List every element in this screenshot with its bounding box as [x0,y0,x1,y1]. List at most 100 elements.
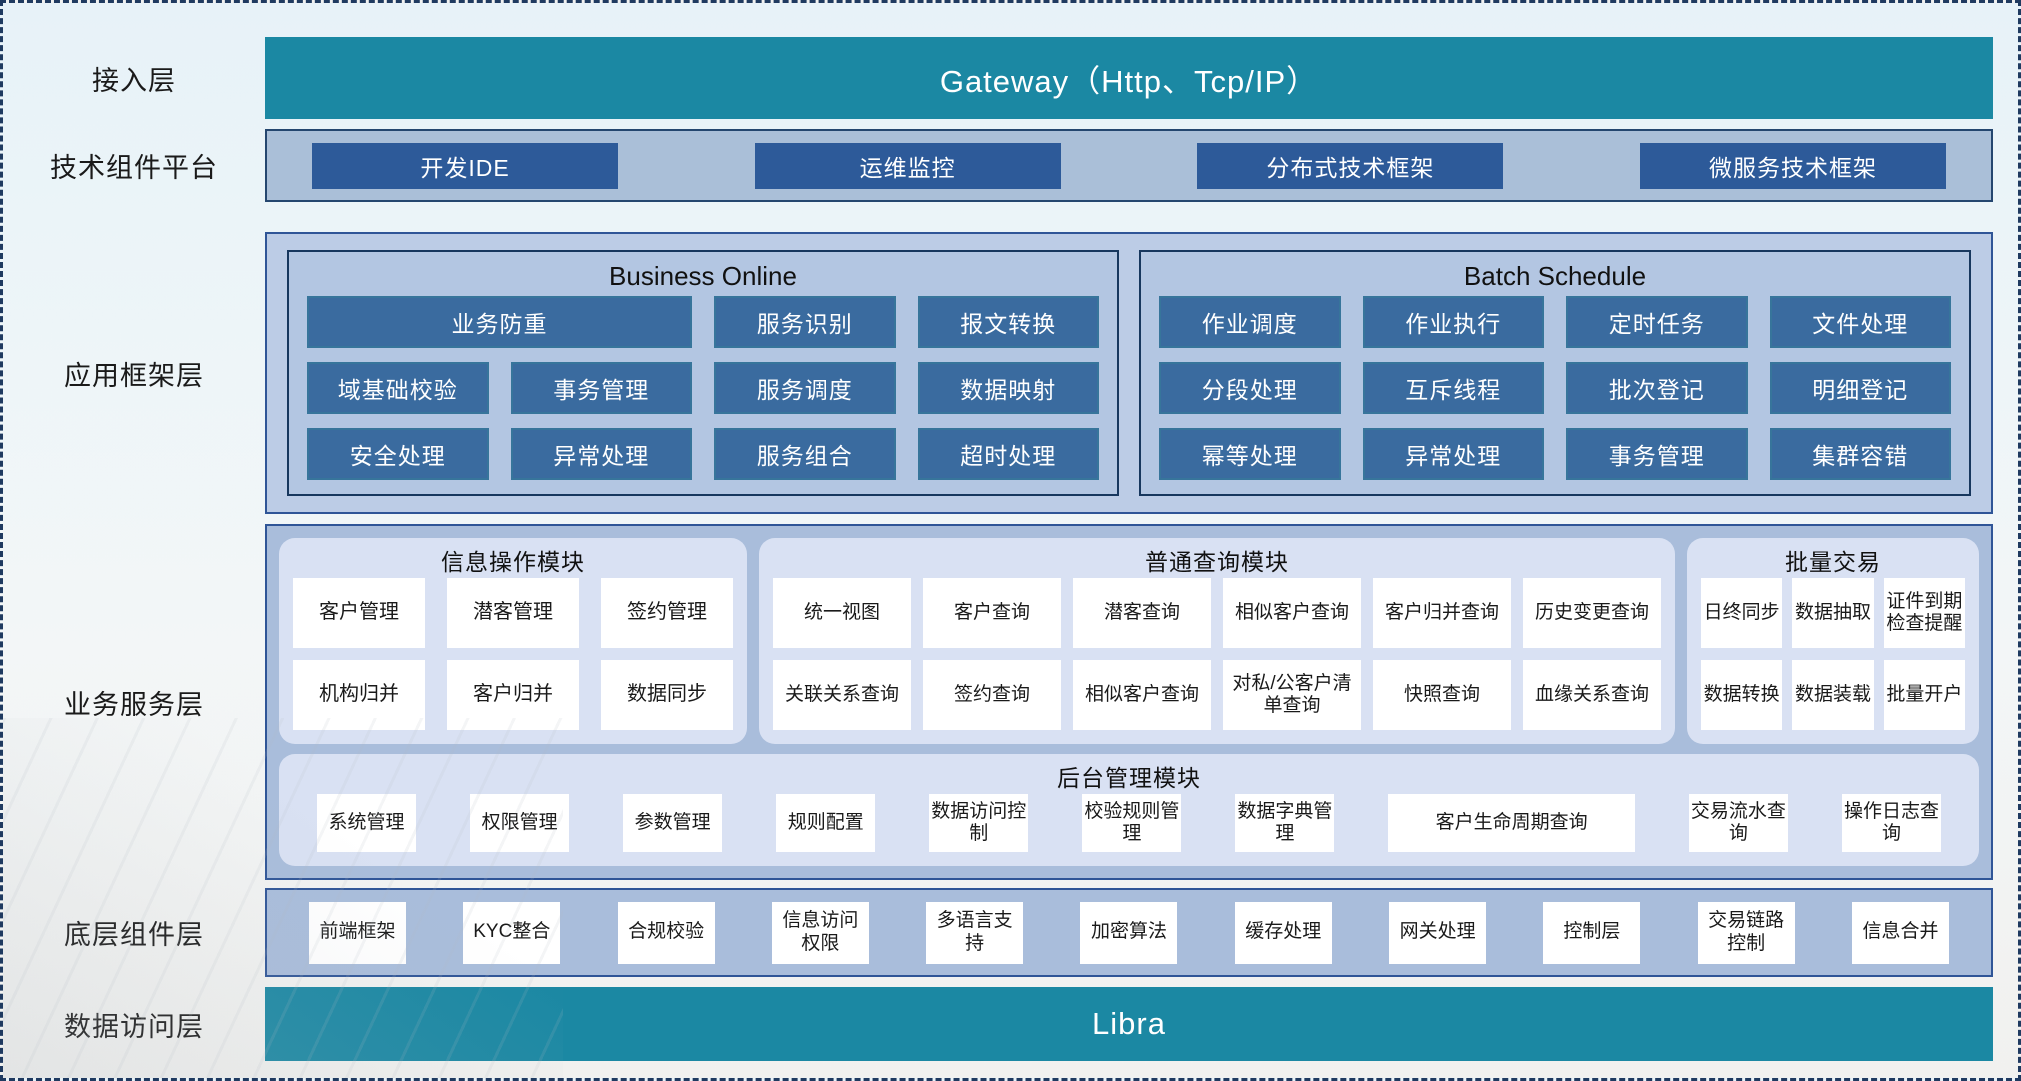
service-cell: 数据字典管理 [1235,794,1335,852]
service-cell: 客户查询 [923,578,1061,648]
base-component-cell: 缓存处理 [1234,901,1332,964]
framework-capability: 报文转换 [917,296,1099,348]
layer-label-tech-platform: 技术组件平台 [50,153,218,183]
service-cell: 相似客户查询 [1223,578,1361,648]
service-cell: 系统管理 [317,794,417,852]
service-cell: 血缘关系查询 [1523,660,1661,730]
framework-capability: 作业执行 [1362,296,1544,348]
layer-label-data-access: 数据访问层 [64,1011,204,1042]
framework-capability: 批次登记 [1566,362,1748,414]
service-cell: 签约管理 [601,578,733,648]
common-query-module: 普通查询模块 统一视图客户查询潜客查询相似客户查询客户归并查询历史变更查询关联关… [759,538,1675,744]
framework-capability: 明细登记 [1769,362,1951,414]
framework-capability: 服务调度 [714,362,896,414]
service-cell: 权限管理 [470,794,570,852]
app-framework-row: 应用框架层 Business Online 业务防重服务识别报文转换域基础校验事… [3,232,1993,514]
base-component-cell: 信息访问权限 [771,901,869,964]
service-cell: 操作日志查询 [1841,794,1941,852]
data-access-row: 数据访问层 Libra [3,987,1993,1061]
admin-module: 后台管理模块 系统管理权限管理参数管理规则配置数据访问控制校验规则管理数据字典管… [279,754,1979,866]
service-cell: 批量开户 [1883,660,1965,730]
layer-label-app-framework: 应用框架层 [64,360,204,391]
batch-transaction-title: 批量交易 [1785,549,1881,575]
batch-transaction-module: 批量交易 日终同步数据抽取证件到期检查提醒数据转换数据装载批量开户 [1687,538,1979,744]
business-online-grid: 业务防重服务识别报文转换域基础校验事务管理服务调度数据映射安全处理异常处理服务组… [307,296,1099,480]
service-cell: 签约查询 [923,660,1061,730]
framework-capability: 事务管理 [510,362,692,414]
framework-capability: 超时处理 [917,428,1099,480]
service-cell: 数据抽取 [1792,578,1874,648]
gateway-bar: Gateway（Http、Tcp/IP） [265,37,1993,119]
service-cell: 参数管理 [623,794,723,852]
info-operation-title: 信息操作模块 [441,549,585,575]
tech-component: 分布式技术框架 [1197,142,1504,189]
info-operation-grid: 客户管理潜客管理签约管理机构归并客户归并数据同步 [293,578,733,730]
tech-component: 开发IDE [312,142,618,189]
service-cell: 校验规则管理 [1082,794,1182,852]
common-query-grid: 统一视图客户查询潜客查询相似客户查询客户归并查询历史变更查询关联关系查询签约查询… [773,578,1661,730]
admin-module-title: 后台管理模块 [1057,765,1201,791]
business-service-panel: 信息操作模块 客户管理潜客管理签约管理机构归并客户归并数据同步 普通查询模块 统… [265,524,1993,880]
framework-capability: 互斥线程 [1362,362,1544,414]
business-online-title: Business Online [609,260,797,291]
service-cell: 关联关系查询 [773,660,911,730]
framework-capability: 业务防重 [307,296,692,348]
service-cell: 客户归并查询 [1373,578,1511,648]
service-cell: 历史变更查询 [1523,578,1661,648]
admin-module-grid: 系统管理权限管理参数管理规则配置数据访问控制校验规则管理数据字典管理客户生命周期… [293,794,1965,852]
common-query-title: 普通查询模块 [1145,549,1289,575]
base-component-cell: 合规校验 [617,901,715,964]
framework-capability: 定时任务 [1566,296,1748,348]
service-cell: 数据转换 [1701,660,1783,730]
tech-component: 微服务技术框架 [1639,142,1946,189]
service-cell: 对私/公客户清单查询 [1223,660,1361,730]
batch-schedule-box: Batch Schedule 作业调度作业执行定时任务文件处理分段处理互斥线程批… [1139,250,1971,496]
service-cell: 客户生命周期查询 [1388,794,1635,852]
batch-transaction-grid: 日终同步数据抽取证件到期检查提醒数据转换数据装载批量开户 [1701,578,1965,730]
layer-label-business-service: 业务服务层 [64,689,204,720]
batch-schedule-title: Batch Schedule [1463,260,1647,291]
service-cell: 数据装载 [1792,660,1874,730]
framework-capability: 数据映射 [917,362,1099,414]
framework-capability: 集群容错 [1769,428,1951,480]
info-operation-module: 信息操作模块 客户管理潜客管理签约管理机构归并客户归并数据同步 [279,538,747,744]
base-component-cell: 前端框架 [309,901,406,964]
service-cell: 机构归并 [293,660,425,730]
framework-capability: 幂等处理 [1159,428,1341,480]
service-cell: 交易流水查询 [1688,794,1788,852]
access-layer-row: 接入层 Gateway（Http、Tcp/IP） [3,37,1993,119]
framework-capability: 异常处理 [510,428,692,480]
base-component-cell: 信息合并 [1851,901,1949,964]
framework-capability: 安全处理 [307,428,489,480]
service-cell: 日终同步 [1701,578,1783,648]
base-component-cell: KYC整合 [463,901,561,964]
base-component-cell: 多语言支持 [926,901,1024,964]
business-service-row: 业务服务层 信息操作模块 客户管理潜客管理签约管理机构归并客户归并数据同步 普通… [3,524,1993,880]
framework-capability: 域基础校验 [307,362,489,414]
framework-capability: 服务组合 [714,428,896,480]
framework-capability: 文件处理 [1769,296,1951,348]
service-cell: 潜客管理 [447,578,579,648]
batch-schedule-grid: 作业调度作业执行定时任务文件处理分段处理互斥线程批次登记明细登记幂等处理异常处理… [1159,296,1951,480]
base-components-row: 底层组件层 前端框架 KYC整合合规校验信息访问权限多语言支持加密算法缓存处理网关… [3,888,1993,977]
layer-label-access: 接入层 [92,65,176,96]
libra-bar: Libra [265,987,1993,1061]
base-component-cell: 网关处理 [1389,901,1487,964]
business-online-box: Business Online 业务防重服务识别报文转换域基础校验事务管理服务调… [287,250,1119,496]
framework-capability: 事务管理 [1566,428,1748,480]
service-cell: 统一视图 [773,578,911,648]
service-cell: 潜客查询 [1073,578,1211,648]
base-component-cell: 交易链路控制 [1697,901,1795,964]
service-cell: 客户管理 [293,578,425,648]
base-component-cell: 加密算法 [1080,901,1178,964]
service-cell: 证件到期检查提醒 [1883,578,1965,648]
framework-capability: 异常处理 [1362,428,1544,480]
service-cell: 数据访问控制 [929,794,1029,852]
framework-capability: 服务识别 [714,296,896,348]
app-framework-panel: Business Online 业务防重服务识别报文转换域基础校验事务管理服务调… [265,232,1993,514]
layer-label-base-components: 底层组件层 [64,920,204,950]
service-cell: 快照查询 [1373,660,1511,730]
